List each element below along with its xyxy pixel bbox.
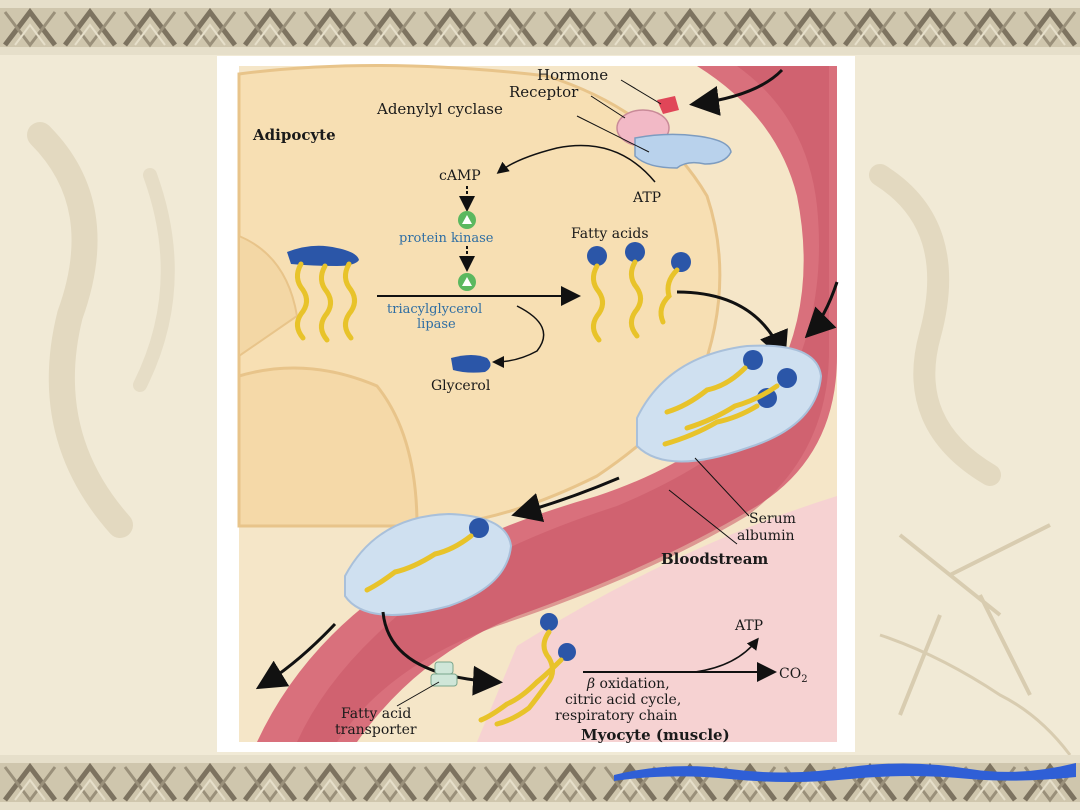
atp-top-label: ATP — [632, 190, 661, 206]
adipocyte-label: Adipocyte — [252, 126, 336, 144]
myocyte-cell — [477, 496, 837, 742]
blue-scribble-decoration — [614, 763, 1076, 782]
myocyte-label: Myocyte (muscle) — [581, 726, 730, 744]
glycerol-shape — [451, 355, 491, 373]
blood-flow-arrow-middle — [511, 476, 620, 522]
glycerol-release-arrow — [492, 305, 545, 368]
free-fatty-acids — [587, 242, 691, 343]
oxidation-label-line3: respiratory chain — [555, 708, 677, 724]
receptor-label: Receptor — [509, 83, 579, 101]
fa-transporter-label-line1: Fatty acid — [341, 706, 411, 722]
fatty-acids-to-blood-arrow — [676, 290, 788, 362]
glycerol-label: Glycerol — [431, 378, 491, 394]
oxidation-label-line2: citric acid cycle, — [565, 692, 681, 708]
atp-production-arrow — [694, 637, 759, 673]
blood-flow-arrow-bottom — [255, 622, 337, 690]
serum-albumin-pointer-2 — [668, 489, 738, 545]
adipocyte-cell-left — [238, 234, 299, 358]
serum-albumin-label-line2: albumin — [737, 528, 795, 544]
albumin-to-myocyte-arrow — [381, 611, 503, 696]
bloodstream-label: Bloodstream — [661, 550, 768, 568]
hormone-label: Hormone — [537, 66, 608, 84]
blood-vessel — [257, 66, 837, 742]
co2-label: CO2 — [779, 666, 808, 685]
serum-albumin-1 — [636, 344, 823, 463]
albumin-bound-fatty-acids-1 — [662, 350, 797, 447]
triacylglycerol-head — [287, 245, 359, 266]
triacylglycerol-tails — [295, 261, 357, 343]
hormone-shape — [657, 96, 679, 114]
transporter-pointer-line — [396, 681, 440, 707]
fatty-acid-transporter — [430, 661, 458, 687]
serum-albumin-label-line1: Serum — [749, 511, 796, 527]
tag-lipase-label-line2: lipase — [417, 317, 456, 332]
receptor-pointer-line — [590, 95, 626, 119]
protein-kinase-label: protein kinase — [399, 231, 494, 246]
blood-vessel-lumen — [297, 66, 829, 742]
adenylyl-cyclase-label: Adenylyl cyclase — [376, 100, 503, 118]
incoming-hormone-arrow — [689, 68, 784, 116]
fatty-acids-label: Fatty acids — [571, 226, 649, 242]
tag-lipase-label-line1: triacylglycerol — [387, 302, 482, 317]
atp-bottom-label: ATP — [734, 618, 763, 634]
adenylyl-cyclase-shape — [634, 133, 732, 169]
fatty-acid-mobilization-diagram: Hormone Receptor Adenylyl cyclase Adipoc… — [237, 64, 839, 744]
adipocyte-cell-lower — [237, 366, 419, 528]
atp-to-camp-arrow — [496, 144, 656, 183]
background-ink-decoration — [27, 122, 1072, 755]
albumin-bound-fatty-acids-2 — [364, 518, 489, 593]
adenylyl-cyclase-pointer-line — [576, 115, 650, 153]
serum-albumin-pointer-1 — [694, 457, 750, 517]
decorative-border-top — [0, 0, 1080, 55]
figure-panel: Hormone Receptor Adenylyl cyclase Adipoc… — [217, 56, 855, 752]
hormone-pointer-line — [620, 79, 662, 105]
oxidation-label-line1: β oxidation, — [586, 676, 670, 692]
fa-transporter-label-line2: transporter — [335, 722, 417, 738]
myocyte-fatty-acids — [478, 613, 576, 727]
blood-flow-arrow-top — [804, 281, 839, 339]
camp-label: cAMP — [439, 168, 481, 184]
